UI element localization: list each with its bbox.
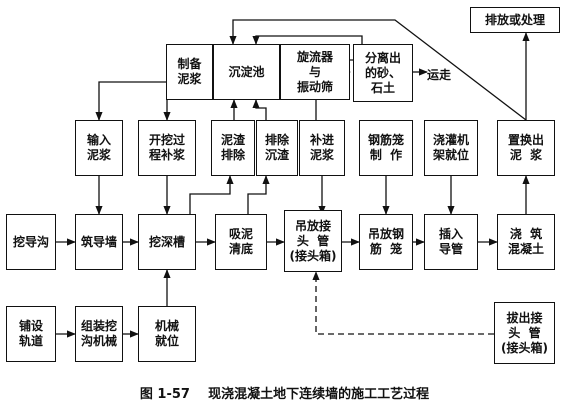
node-assemble-machine: 组装挖 沟机械	[75, 306, 123, 362]
node-guide-ditch: 挖导沟	[6, 214, 56, 270]
node-refill-mud: 补进 泥浆	[299, 120, 345, 176]
node-settling-tank: 沉淀池	[213, 44, 280, 100]
connector-arrow-24	[95, 81, 166, 121]
node-cage-make: 钢筋笼 制 作	[359, 120, 413, 176]
node-tremie-ready: 浇灌机 架就位	[424, 120, 478, 176]
node-input-mud: 输入 泥浆	[75, 120, 123, 176]
node-discharge: 排放或处理	[470, 7, 560, 33]
connector-arrow-16	[189, 175, 234, 214]
node-guide-wall: 筑导墙	[75, 214, 123, 270]
node-insert-pipe: 插入 导管	[424, 214, 478, 270]
node-suction-clean: 吸泥 清底	[215, 214, 267, 270]
node-pour-concrete: 浇 筑 混凝土	[497, 214, 555, 270]
connector-arrow-28	[312, 271, 494, 335]
node-mud-out: 泥渣 排除	[211, 120, 255, 176]
connector-arrow-25	[229, 19, 527, 121]
node-separated-sand: 分离出 的砂、 石土	[353, 44, 413, 102]
node-cyclone-screen: 旋流器 与 振动筛	[280, 44, 350, 100]
connector-arrow-19	[252, 99, 267, 120]
node-sediment-out: 排除 沉渣	[256, 120, 298, 176]
figure-caption: 图 1-57 现浇混凝土地下连续墙的施工工艺过程	[139, 387, 430, 402]
node-replace-mud: 置换出 泥 浆	[497, 120, 555, 176]
node-lift-cage: 吊放钢 筋 笼	[359, 214, 413, 270]
node-pull-joint-pipe: 拔出接 头 管 (接头箱)	[494, 302, 555, 364]
node-lay-track: 铺设 轨道	[6, 306, 56, 362]
carry-away-label: 运走	[427, 68, 452, 82]
node-machine-ready: 机械 就位	[138, 306, 196, 362]
connector-arrow-17	[247, 175, 270, 214]
node-dig-refill: 开挖过 程补浆	[138, 120, 196, 176]
node-prepare-mud: 制备 泥浆	[166, 44, 213, 100]
node-lift-joint-pipe: 吊放接 头 管 (接头箱)	[284, 210, 342, 272]
node-deep-trench: 挖深槽	[138, 214, 196, 270]
